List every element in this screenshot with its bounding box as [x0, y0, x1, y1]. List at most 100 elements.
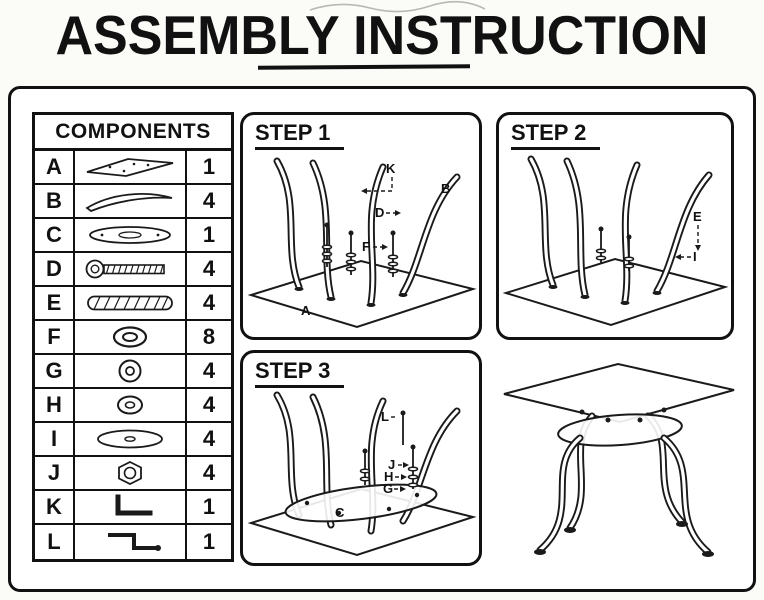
curved-leg-icon — [75, 185, 185, 217]
part-qty: 4 — [185, 389, 231, 421]
step3-title: STEP 3 — [255, 358, 345, 388]
glass-top-icon — [75, 151, 185, 183]
dowel-icon — [75, 287, 185, 319]
part-qty: 1 — [185, 219, 231, 251]
leader-line — [365, 177, 393, 192]
part-letter: B — [35, 185, 75, 217]
part-qty: 4 — [185, 253, 231, 285]
page-title: ASSEMBLY INSTRUCTION — [55, 5, 709, 67]
leg — [621, 161, 641, 305]
leg — [399, 173, 461, 297]
step1-drawing: K D F B A — [247, 157, 477, 329]
hex-nut-icon — [75, 457, 185, 489]
arrowhead — [403, 462, 409, 468]
table-row: E 4 — [35, 287, 231, 321]
table-row: A 1 — [35, 151, 231, 185]
part-qty: 4 — [185, 287, 231, 319]
glass-top — [503, 362, 735, 424]
part-qty: 4 — [185, 423, 231, 455]
label-h: H — [384, 469, 393, 484]
table-row: L 1 — [35, 525, 231, 559]
final-assembly — [492, 352, 742, 580]
label-j: J — [388, 457, 395, 472]
table-row: G 4 — [35, 355, 231, 389]
step1-panel: STEP 1 K D F B A — [240, 112, 482, 340]
leg — [653, 171, 713, 295]
label-a: A — [301, 303, 311, 318]
large-disc-icon — [75, 423, 185, 455]
arrowhead — [401, 474, 407, 480]
glass-top — [247, 259, 477, 329]
bolt-stack — [345, 230, 357, 275]
foot — [534, 549, 546, 555]
part-letter: K — [35, 491, 75, 523]
oval-shelf-icon — [75, 219, 185, 251]
table-row: J 4 — [35, 457, 231, 491]
part-qty: 1 — [185, 151, 231, 183]
label-i: I — [693, 249, 697, 264]
scan-artifact — [309, 0, 486, 13]
part-letter: D — [35, 253, 75, 285]
step1-title: STEP 1 — [255, 120, 345, 150]
part-letter: G — [35, 355, 75, 387]
step3-panel: STEP 3 L J H G C — [240, 350, 482, 566]
allen-key-icon — [75, 491, 185, 523]
part-qty: 8 — [185, 321, 231, 353]
flat-washer-icon — [75, 389, 185, 421]
arrowhead — [395, 210, 401, 216]
final-drawing — [503, 362, 735, 557]
table-row: K 1 — [35, 491, 231, 525]
label-e: E — [693, 209, 702, 224]
leg — [563, 157, 589, 299]
foot — [702, 551, 714, 557]
part-letter: L — [35, 525, 75, 559]
table-row: I 4 — [35, 423, 231, 457]
part-letter: E — [35, 287, 75, 319]
table-row: H 4 — [35, 389, 231, 423]
part-qty: 4 — [185, 185, 231, 217]
glass-top — [502, 257, 729, 327]
arrowhead — [695, 245, 701, 251]
foot — [564, 527, 576, 533]
arrowhead — [400, 486, 406, 492]
part-qty: 1 — [185, 525, 231, 559]
bolt-stack — [407, 444, 419, 489]
bolt-stack — [595, 226, 607, 263]
bolt-stack — [321, 222, 333, 267]
step2-title: STEP 2 — [511, 120, 601, 150]
bolt-stack — [359, 448, 371, 485]
arrowhead — [361, 188, 367, 194]
label-c: C — [335, 505, 345, 520]
leg — [273, 391, 303, 519]
foot — [676, 521, 688, 527]
components-table: COMPONENTS A 1 B 4 C 1 — [32, 112, 234, 562]
leg — [660, 434, 712, 556]
oval-shelf — [284, 483, 438, 523]
oval-shelf — [557, 413, 683, 447]
step3-drawing: L J H G C — [247, 391, 477, 557]
part-qty: 4 — [185, 355, 231, 387]
leg — [527, 155, 557, 289]
part-qty: 4 — [185, 457, 231, 489]
step2-drawing: E I — [502, 155, 729, 327]
leg — [273, 157, 303, 291]
part-letter: H — [35, 389, 75, 421]
part-qty: 1 — [185, 491, 231, 523]
ring-spacer-icon — [75, 321, 185, 353]
table-row: C 1 — [35, 219, 231, 253]
leg — [536, 434, 584, 554]
bolt-stack — [387, 230, 399, 277]
table-row: F 8 — [35, 321, 231, 355]
label-f: F — [362, 239, 370, 254]
part-letter: A — [35, 151, 75, 183]
part-letter: I — [35, 423, 75, 455]
part-letter: C — [35, 219, 75, 251]
label-g: G — [383, 481, 393, 496]
washer-icon — [75, 355, 185, 387]
step2-panel: STEP 2 E I — [496, 112, 734, 340]
table-row: B 4 — [35, 185, 231, 219]
bolt-stack — [623, 234, 635, 271]
title-underline — [257, 64, 471, 70]
label-d: D — [375, 205, 384, 220]
arrowhead — [675, 254, 681, 260]
